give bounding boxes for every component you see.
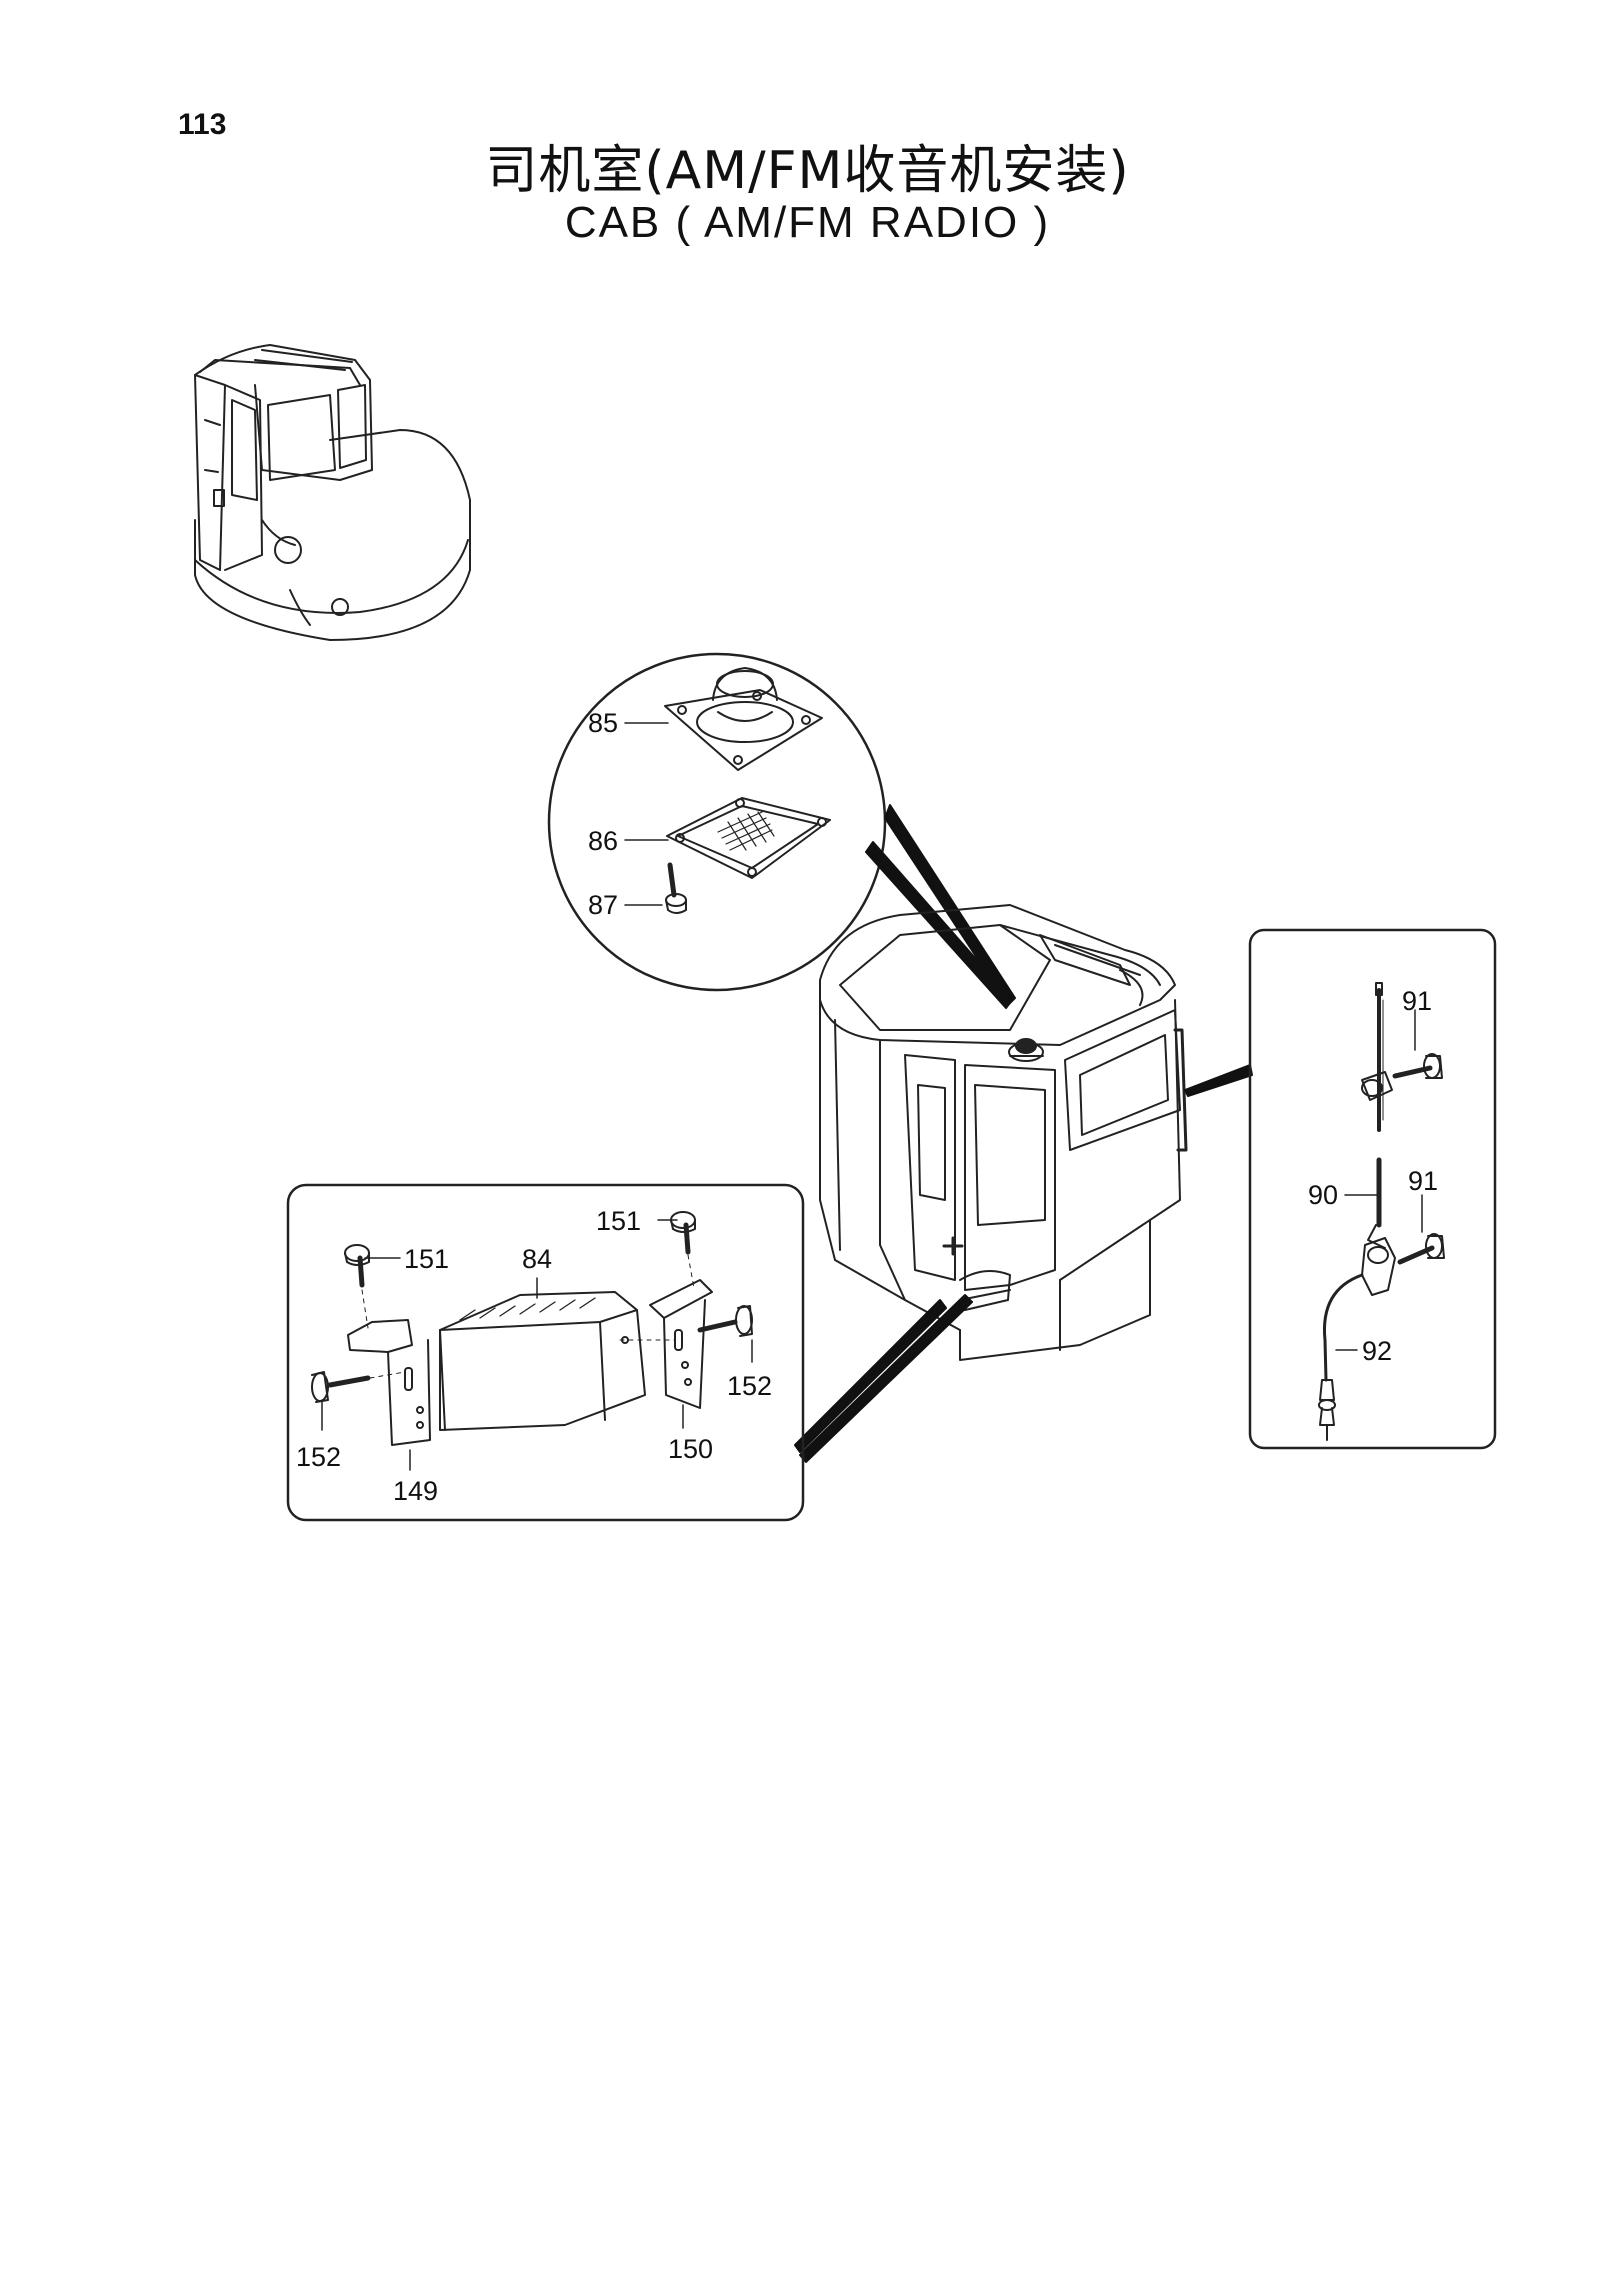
radio-detail-box [286, 1183, 805, 1522]
callout-85: 85 [588, 708, 618, 738]
callout-152-right: 152 [727, 1371, 772, 1401]
callout-151-right: 151 [596, 1206, 641, 1236]
page-number: 113 [178, 108, 227, 141]
callout-91-upper: 91 [1402, 986, 1432, 1016]
radio-leader-line [799, 1294, 973, 1463]
radio-leader-line-2 [794, 1299, 947, 1453]
callout-90: 90 [1308, 1180, 1338, 1210]
callout-151-left: 151 [404, 1244, 449, 1274]
speaker-detail-circle [547, 652, 887, 992]
cab-main-illustration [819, 904, 1188, 1361]
callout-84: 84 [522, 1244, 552, 1274]
callout-labels: 85 86 87 91 90 91 92 151 151 84 152 149 … [296, 708, 1438, 1506]
antenna-detail-box [1248, 928, 1497, 1450]
callout-87: 87 [588, 890, 618, 920]
callout-86: 86 [588, 826, 618, 856]
callout-152-left: 152 [296, 1442, 341, 1472]
callout-149: 149 [393, 1476, 438, 1506]
callout-150: 150 [668, 1434, 713, 1464]
callout-91-lower: 91 [1408, 1166, 1438, 1196]
antenna-leader-line [1184, 1064, 1253, 1097]
callout-92: 92 [1362, 1336, 1392, 1366]
speaker-leader-lines [865, 804, 1016, 1009]
page-title-chinese: 司机室(AM/FM收音机安装) [485, 141, 1130, 201]
page-title-english: CAB ( AM/FM RADIO ) [564, 198, 1051, 247]
callout-leaders [321, 722, 1423, 1471]
machine-overview-illustration [194, 344, 471, 641]
